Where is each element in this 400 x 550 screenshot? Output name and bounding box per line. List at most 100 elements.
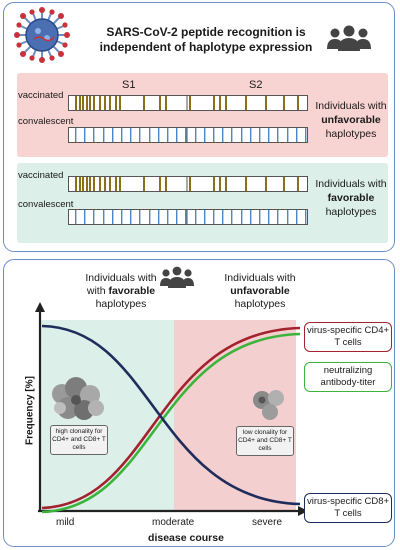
favorable-group-label: Individuals with favorable haplotypes — [315, 178, 387, 218]
peptide-bar — [158, 210, 160, 224]
unfavorable-header: Individuals with unfavorable haplotypes — [224, 272, 296, 310]
peptide-bar — [245, 177, 247, 191]
peptide-bar — [305, 128, 307, 142]
peptide-bar — [204, 128, 206, 142]
peptide-bar — [104, 177, 106, 191]
peptide-bar — [119, 177, 121, 191]
peptide-bar — [225, 177, 227, 191]
peptide-bar — [93, 96, 95, 110]
peptide-bar — [143, 96, 145, 110]
peptide-bar — [213, 96, 215, 110]
peptide-bar — [231, 128, 233, 142]
frequency-plot — [35, 302, 308, 516]
peptide-bar — [213, 128, 215, 142]
x-axis-label: disease course — [148, 532, 224, 544]
x-axis-arrow — [298, 506, 308, 516]
peptide-bar — [89, 177, 91, 191]
peptide-bar — [219, 177, 221, 191]
low-clonality-cluster-icon — [253, 390, 284, 420]
peptide-bar — [149, 128, 151, 142]
peptide-bar — [165, 96, 167, 110]
peptide-bar — [283, 96, 285, 110]
favorable-header: Individuals with with favorable haplotyp… — [85, 272, 157, 310]
peptide-bar — [86, 177, 88, 191]
peptide-bar — [259, 128, 261, 142]
peptide-bar — [121, 128, 123, 142]
segment-label-s2: S2 — [249, 79, 263, 91]
peptide-bar — [121, 210, 123, 224]
peptide-bar — [130, 210, 132, 224]
peptide-bar — [158, 128, 160, 142]
segment-label-s1: S1 — [122, 79, 136, 91]
peptide-bar — [185, 128, 187, 142]
high-clonality-cluster-icon — [52, 377, 104, 420]
cd8-curve — [41, 324, 301, 506]
peptide-bar — [287, 128, 289, 142]
people-icon — [160, 266, 194, 288]
bottom-panel: Individuals with with favorable haplotyp… — [3, 259, 395, 547]
peptide-bar — [250, 128, 252, 142]
peptide-bar — [222, 210, 224, 224]
x-tick-mild: mild — [56, 517, 75, 528]
convalescent-sequence-strip — [68, 209, 308, 225]
peptide-bar — [103, 128, 105, 142]
peptide-bar — [231, 210, 233, 224]
peptide-bar — [79, 96, 81, 110]
virus-icon — [14, 7, 70, 63]
peptide-bar — [176, 210, 178, 224]
row-label-vaccinated: vaccinated — [18, 170, 64, 181]
peptide-bar — [189, 177, 191, 191]
peptide-bar — [219, 96, 221, 110]
peptide-bar — [277, 128, 279, 142]
peptide-bar — [204, 210, 206, 224]
peptide-bar — [265, 96, 267, 110]
row-label-vaccinated: vaccinated — [18, 90, 64, 101]
peptide-bar — [109, 177, 111, 191]
peptide-bar — [222, 128, 224, 142]
peptide-bar — [283, 177, 285, 191]
peptide-bar — [75, 177, 77, 191]
peptide-bar — [250, 210, 252, 224]
people-icon — [327, 25, 371, 51]
peptide-bar — [93, 210, 95, 224]
peptide-bar — [84, 210, 86, 224]
peptide-bar — [79, 177, 81, 191]
peptide-bar — [75, 128, 77, 142]
peptide-bar — [297, 177, 299, 191]
unfavorable-group-band — [17, 73, 388, 157]
cd4-curve — [41, 326, 301, 510]
high-clonality-note: high clonality for CD4+ and CD8+ T cells — [50, 425, 108, 455]
convalescent-sequence-strip — [68, 127, 308, 143]
peptide-bar — [130, 128, 132, 142]
legend-antibody: neutralizing antibody-titer — [304, 362, 392, 392]
peptide-bar — [119, 96, 121, 110]
y-axis-label: Frequency [%] — [24, 376, 36, 445]
legend-cd4: virus-specific CD4+ T cells — [304, 322, 392, 352]
antibody-curve — [41, 332, 301, 514]
x-tick-moderate: moderate — [152, 517, 195, 528]
peptide-bar — [241, 128, 243, 142]
peptide-bar — [195, 210, 197, 224]
vaccinated-sequence-strip — [68, 95, 308, 111]
peptide-bar — [185, 210, 187, 224]
peptide-bar — [115, 177, 117, 191]
peptide-bar — [89, 96, 91, 110]
peptide-bar — [265, 177, 267, 191]
peptide-bar — [241, 210, 243, 224]
peptide-bar — [297, 96, 299, 110]
peptide-bar — [82, 96, 84, 110]
peptide-bar — [225, 96, 227, 110]
peptide-bar — [159, 177, 161, 191]
peptide-bar — [109, 96, 111, 110]
peptide-bar — [99, 177, 101, 191]
peptide-bar — [296, 210, 298, 224]
page-title: SARS-CoV-2 peptide recognition is indepe… — [99, 25, 313, 54]
peptide-bar — [75, 96, 77, 110]
peptide-bar — [277, 210, 279, 224]
peptide-bar — [86, 96, 88, 110]
peptide-bar — [149, 210, 151, 224]
peptide-bar — [189, 96, 191, 110]
peptide-bar — [93, 128, 95, 142]
peptide-bar — [115, 96, 117, 110]
peptide-bar — [287, 210, 289, 224]
